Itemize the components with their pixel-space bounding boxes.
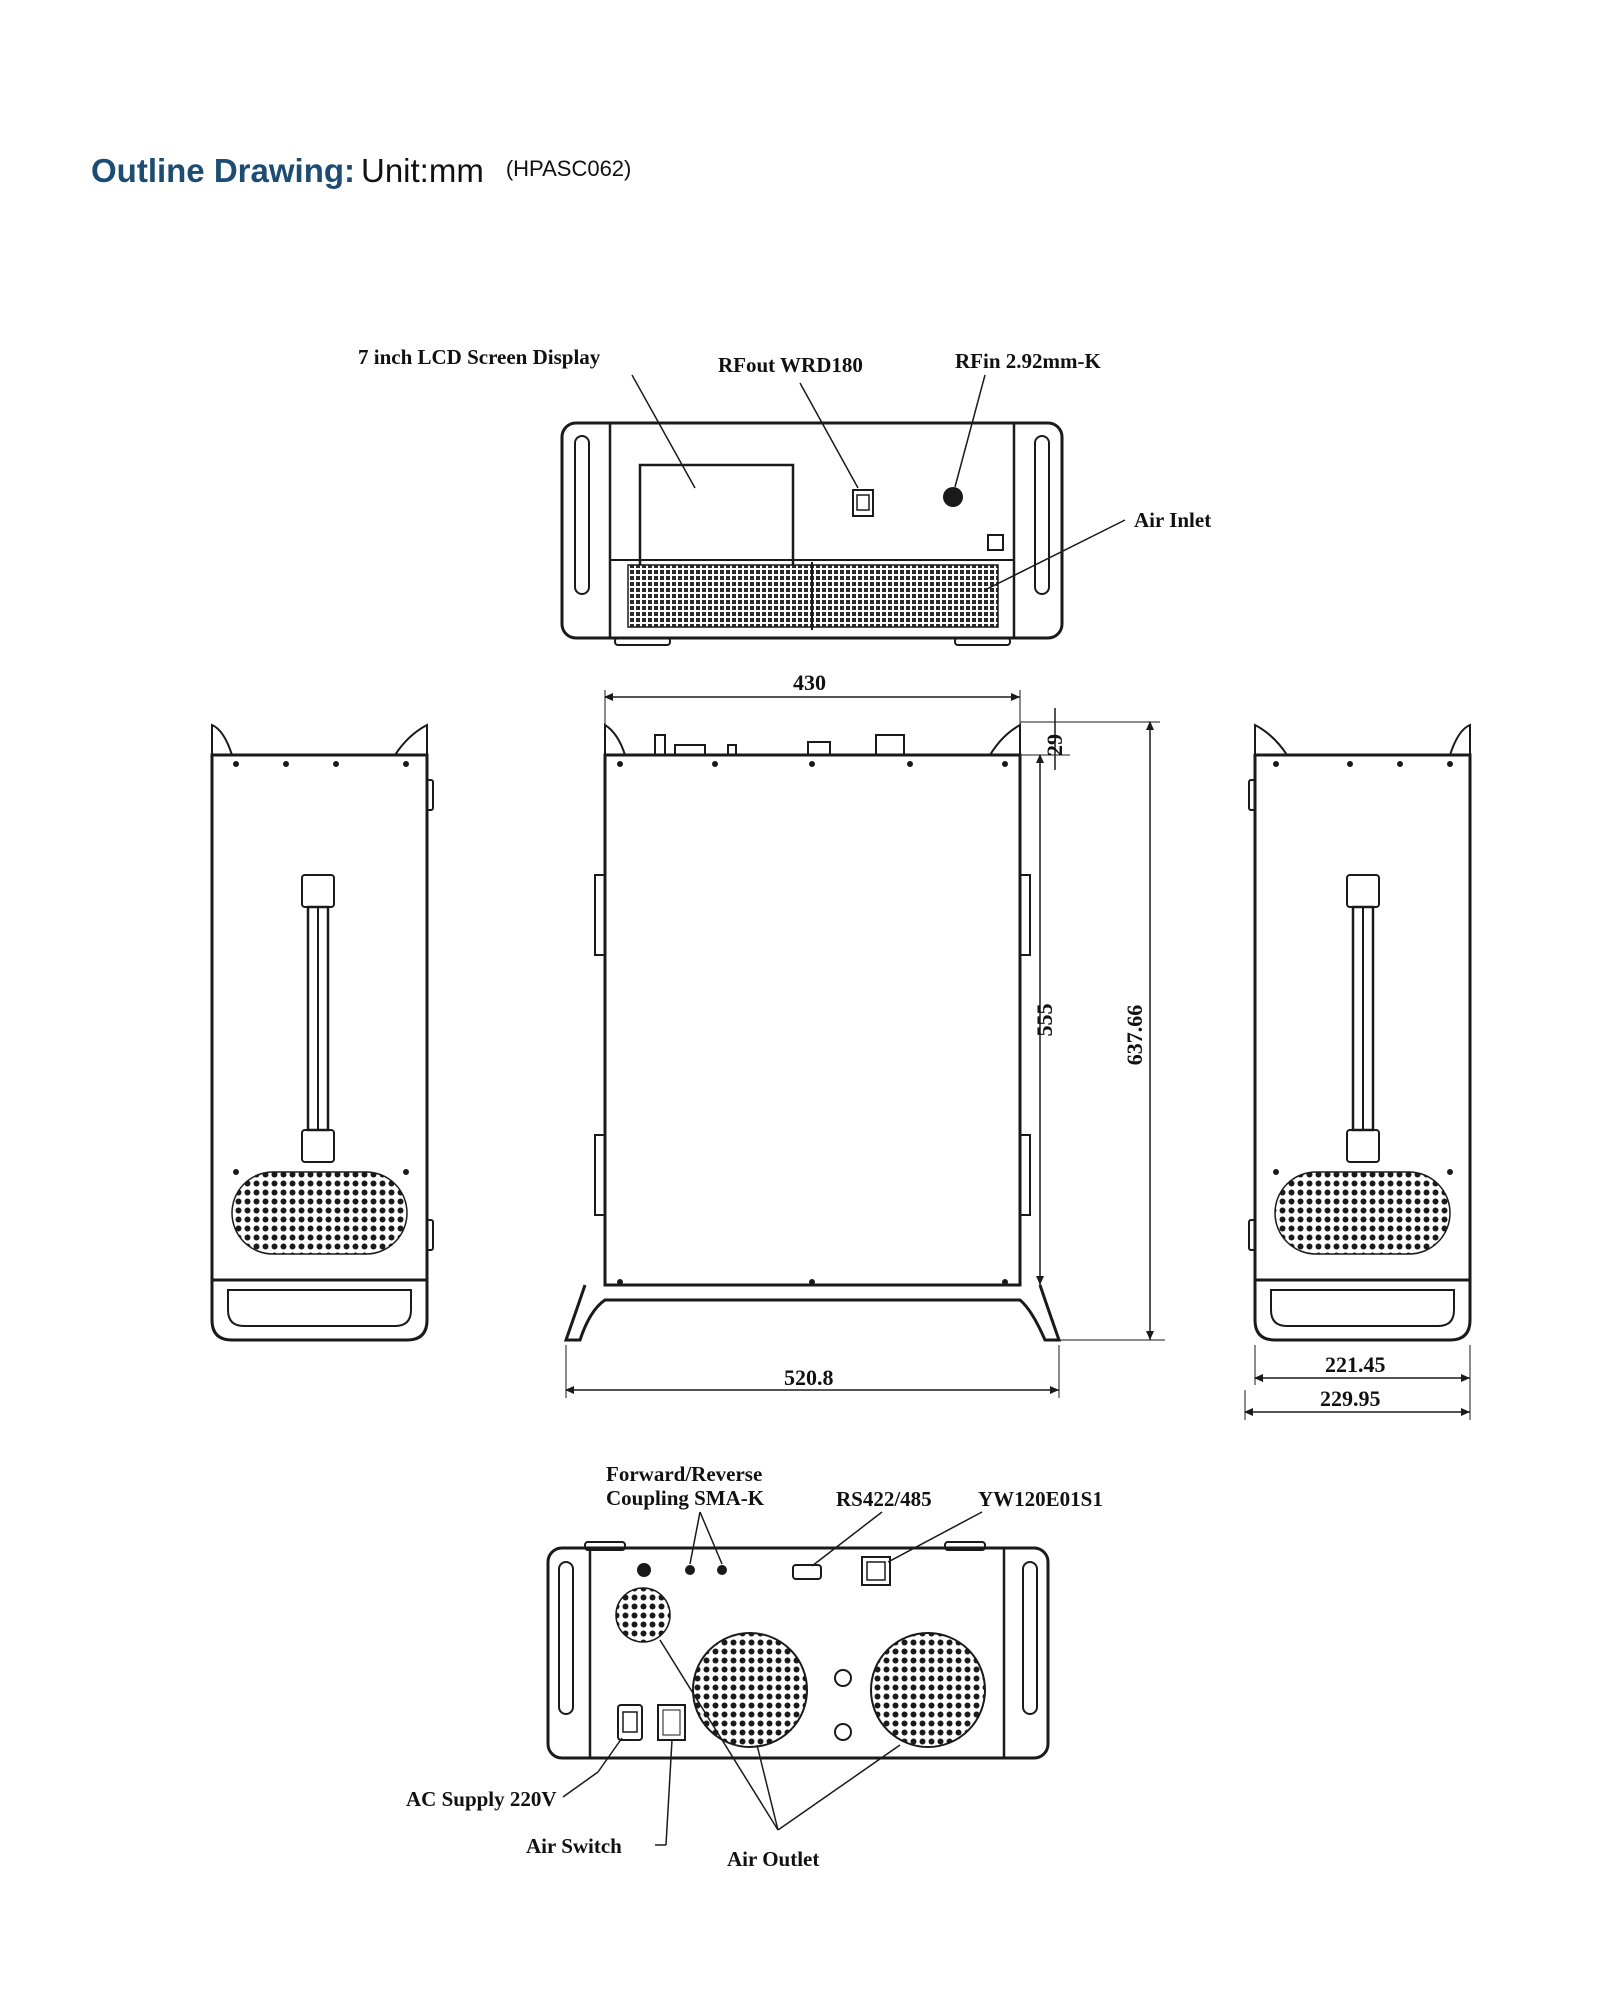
lcd-label: 7 inch LCD Screen Display <box>358 345 601 369</box>
right-side-vent <box>1274 1171 1451 1255</box>
right-side-view: 221.45 229.95 <box>1244 723 1472 1420</box>
yw120-label: YW120E01S1 <box>978 1487 1103 1511</box>
rf-in-label: RFin 2.92mm-K <box>955 349 1101 373</box>
rear-indicator-bottom <box>834 1723 852 1741</box>
right-handle <box>1034 435 1050 595</box>
left-side-body <box>210 753 429 1282</box>
forward-coupling-port <box>685 1565 695 1575</box>
dim-side-inner: 221.45 <box>1325 1352 1386 1377</box>
rear-inner-panel <box>588 1546 1006 1760</box>
rear-indicator-top <box>834 1669 852 1687</box>
left-side-carry-handle <box>210 1280 429 1342</box>
air-inlet-switch <box>987 534 1004 551</box>
fan-left <box>692 1632 808 1748</box>
rf-out-label: RFout WRD180 <box>718 353 863 377</box>
small-fan-vent <box>615 1587 671 1643</box>
air-inlet-label: Air Inlet <box>1134 508 1211 532</box>
coupling-label-line1: Forward/Reverse <box>606 1462 762 1486</box>
rear-ground-post <box>637 1563 651 1577</box>
dim-side-outer: 229.95 <box>1320 1386 1381 1411</box>
right-side-carry-handle <box>1253 1280 1472 1342</box>
dim-total-depth: 637.66 <box>1122 1005 1147 1066</box>
lcd-screen <box>638 463 795 570</box>
left-side-handle-top <box>301 874 335 908</box>
rf-in-port <box>943 487 963 507</box>
air-switch-label: Air Switch <box>526 1834 622 1858</box>
top-view: 430 29 555 637.66 520.8 <box>563 670 1165 1398</box>
dim-base-width: 520.8 <box>784 1365 834 1390</box>
page-header: Outline Drawing:Unit:mm (HPASC062) <box>91 152 631 190</box>
top-view-body <box>603 753 1022 1287</box>
dim-body-depth: 555 <box>1032 1004 1057 1037</box>
reverse-coupling-port <box>717 1565 727 1575</box>
rs422-label: RS422/485 <box>836 1487 932 1511</box>
left-side-handle-bottom <box>301 1129 335 1163</box>
ac-supply-socket <box>617 1704 643 1741</box>
rf-out-port-inner <box>856 494 870 511</box>
dim-front-depth: 29 <box>1042 734 1067 756</box>
fan-right <box>870 1632 986 1748</box>
right-side-handle-top <box>1346 874 1380 908</box>
right-side-handle-bottom <box>1346 1129 1380 1163</box>
front-view: 7 inch LCD Screen Display RFout WRD180 R… <box>358 345 1211 646</box>
front-inner-panel <box>608 421 1016 640</box>
air-outlet-label: Air Outlet <box>727 1847 819 1871</box>
drawing-title: Outline Drawing: <box>91 152 355 189</box>
dim-width: 430 <box>793 670 826 695</box>
rs422-port <box>792 1564 822 1580</box>
ac-supply-label: AC Supply 220V <box>406 1787 557 1811</box>
model-number: (HPASC062) <box>505 156 632 181</box>
unit-label: Unit:mm <box>361 152 484 189</box>
top-view-stand <box>563 1284 1062 1342</box>
left-side-view <box>210 723 434 1342</box>
front-foot-right <box>954 637 1011 646</box>
front-foot-left <box>614 637 671 646</box>
right-side-body <box>1253 753 1472 1282</box>
coupling-label-line2: Coupling SMA-K <box>606 1486 765 1510</box>
rear-view: Forward/Reverse Coupling SMA-K RS422/485… <box>406 1462 1103 1871</box>
rf-out-port <box>852 489 874 517</box>
left-side-vent <box>231 1171 408 1255</box>
left-handle <box>574 435 590 595</box>
yw120-connector <box>861 1556 891 1586</box>
